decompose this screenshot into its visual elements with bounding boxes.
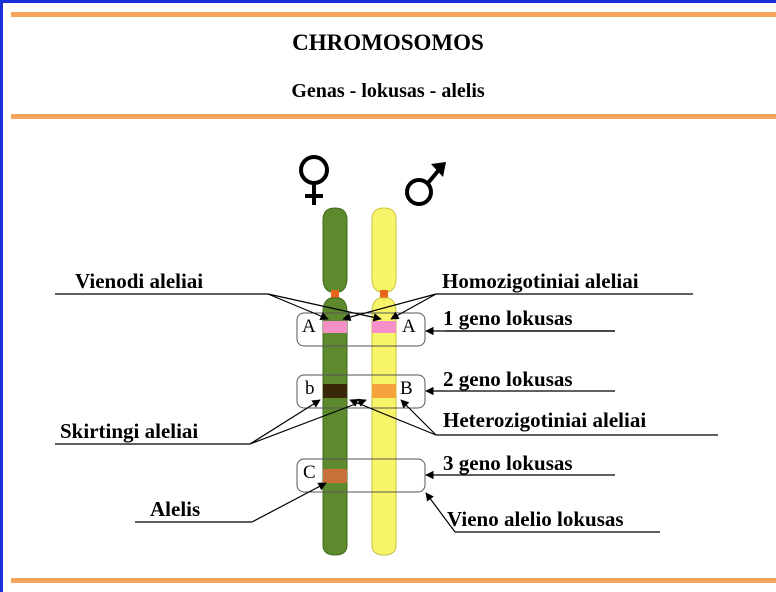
male-chromosome xyxy=(372,208,396,555)
allele-letter-1-left: A xyxy=(302,316,316,338)
allele-letter-2-right: B xyxy=(400,378,413,400)
middle-orange-rule xyxy=(11,114,776,119)
allele-band-2-left xyxy=(323,384,347,398)
bottom-orange-rule xyxy=(11,578,776,583)
label-allele: Alelis xyxy=(150,497,200,522)
allele-letter-2-left: b xyxy=(305,378,315,400)
label-identical-alleles: Vienodi aleliai xyxy=(75,269,203,294)
allele-letter-3-left: C xyxy=(303,462,316,484)
allele-band-1-left xyxy=(323,321,347,333)
allele-letter-1-right: A xyxy=(402,316,416,338)
page-title: CHROMOSOMOS xyxy=(0,30,776,56)
top-blue-border xyxy=(0,0,776,3)
allele-band-3-left xyxy=(323,469,347,483)
female-chromosome xyxy=(323,208,347,555)
label-homozygous-alleles: Homozigotiniai aleliai xyxy=(442,269,639,294)
allele-band-1-right xyxy=(372,321,396,333)
label-single-allele-locus: Vieno alelio lokusas xyxy=(447,507,624,532)
page-subtitle: Genas - lokusas - alelis xyxy=(0,80,776,103)
label-heterozygous-alleles: Heterozigotiniai aleliai xyxy=(443,408,646,433)
top-orange-rule xyxy=(11,12,776,17)
label-locus-3: 3 geno lokusas xyxy=(443,451,573,476)
allele-band-2-right xyxy=(372,384,396,398)
label-locus-2: 2 geno lokusas xyxy=(443,367,573,392)
label-different-alleles: Skirtingi aleliai xyxy=(60,419,198,444)
label-locus-1: 1 geno lokusas xyxy=(443,306,573,331)
